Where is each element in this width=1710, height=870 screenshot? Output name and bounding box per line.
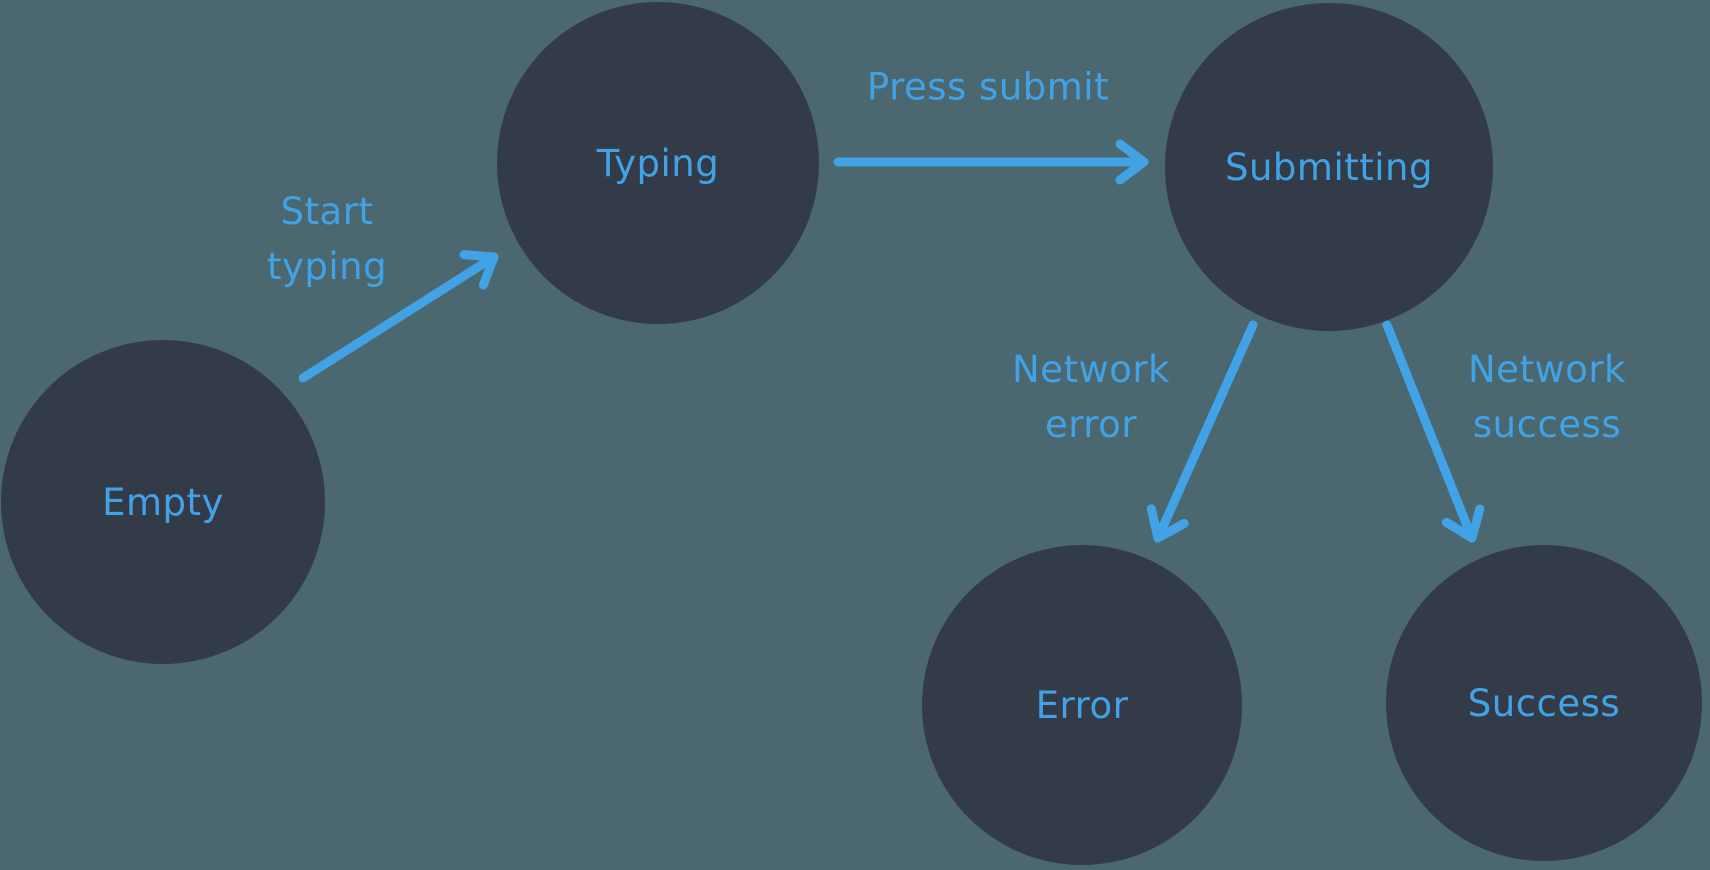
state-label-submitting: Submitting xyxy=(1225,145,1433,189)
state-node-typing: Typing xyxy=(497,2,819,324)
state-label-typing: Typing xyxy=(596,141,720,185)
state-label-empty: Empty xyxy=(102,480,224,524)
edge-label-start-typing: Start typing xyxy=(267,184,387,294)
state-node-submitting: Submitting xyxy=(1165,3,1493,331)
state-node-success: Success xyxy=(1386,545,1702,861)
state-label-error: Error xyxy=(1035,683,1129,727)
edge-label-line: Network xyxy=(1468,348,1626,391)
arrow-submitting-to-success xyxy=(1382,320,1485,543)
edge-label-line: typing xyxy=(266,245,388,288)
edge-label-line: Start xyxy=(280,190,374,233)
edge-label-network-success: Network success xyxy=(1468,342,1626,452)
edge-label-press-submit: Press submit xyxy=(867,60,1109,115)
edge-label-line: success xyxy=(1472,403,1622,446)
state-node-error: Error xyxy=(922,545,1242,865)
edge-label-line: Press submit xyxy=(866,65,1110,109)
arrow-submitting-to-error xyxy=(1146,320,1258,543)
edge-label-network-error: Network error xyxy=(1012,342,1170,452)
edge-label-line: error xyxy=(1044,403,1138,446)
state-node-empty: Empty xyxy=(1,340,325,664)
arrow-empty-to-typing xyxy=(298,250,499,383)
edge-label-line: Network xyxy=(1012,348,1170,391)
state-label-success: Success xyxy=(1467,681,1621,725)
